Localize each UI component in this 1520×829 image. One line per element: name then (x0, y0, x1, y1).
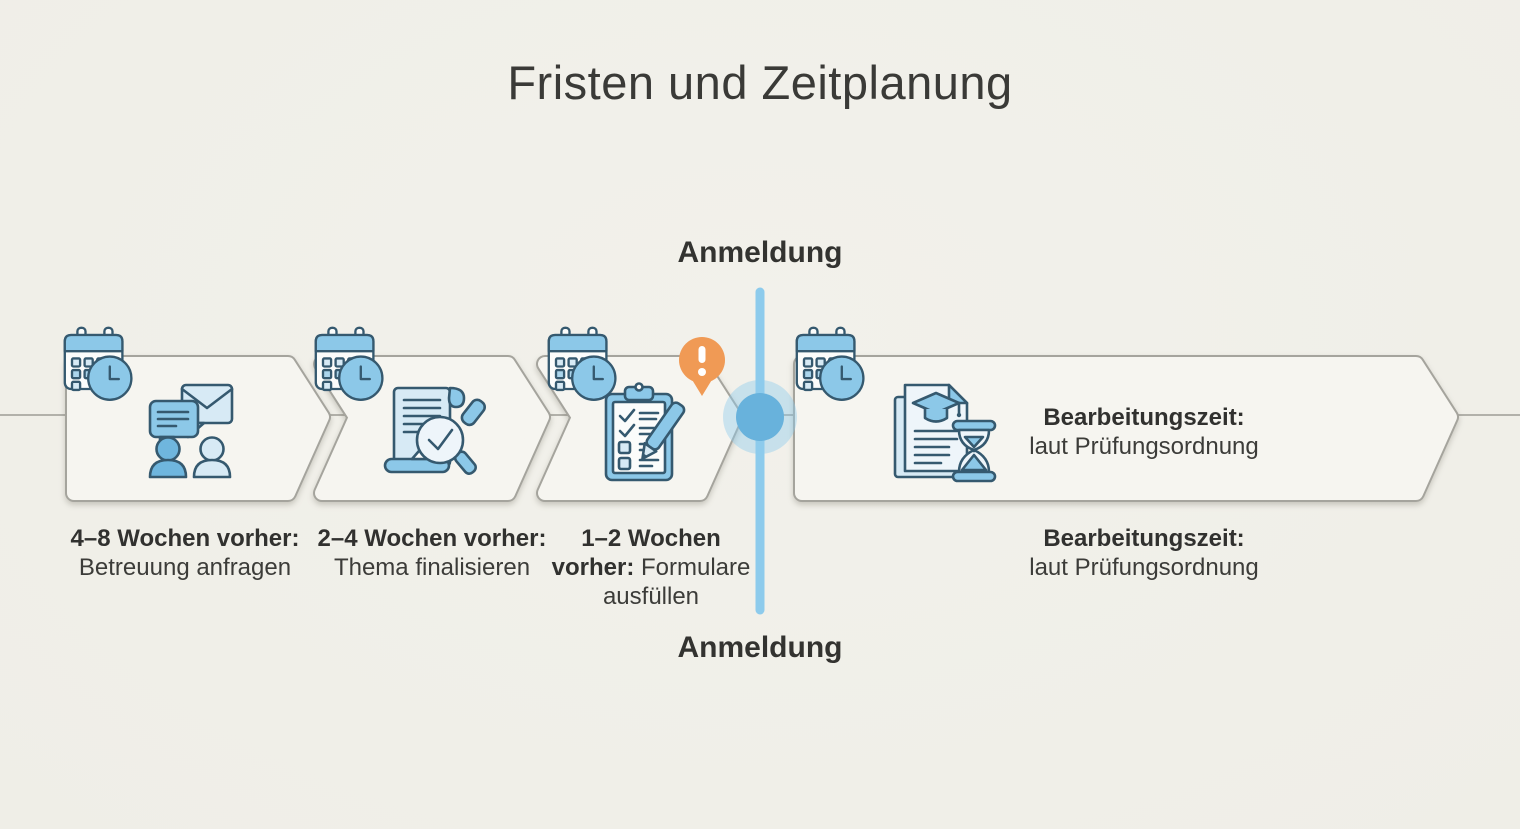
calendar-clock-icon (795, 326, 865, 401)
step-4-label-title: Bearbeitungszeit: (1043, 525, 1245, 552)
thesis-document-hourglass-icon (893, 383, 997, 483)
step-4-panel-title: Bearbeitungszeit: (1043, 404, 1245, 431)
calendar-clock-icon (547, 326, 617, 401)
step-1-label-task: Betreuung anfragen (78, 554, 292, 581)
milestone-dot (736, 393, 784, 441)
consultation-chat-icon (148, 383, 234, 479)
step-1-label: 4–8 Wochen vorher:Betreuung anfragen (55, 524, 315, 582)
page-title: Fristen und Zeitplanung (507, 56, 1013, 109)
step-2-label-task: Thema finalisieren (333, 554, 531, 581)
exclamation-pin-icon (679, 337, 725, 396)
step-4-label: Bearbeitungszeit:laut Prüfungsordnung (1024, 524, 1264, 582)
step-3-label-time: 1–2 Wochen vorher: (551, 525, 721, 581)
calendar-clock-icon (314, 326, 384, 401)
milestone-label-bottom: Anmeldung (677, 631, 843, 664)
step-2-label: 2–4 Wochen vorher:Thema finalisieren (302, 524, 562, 582)
step-1-label-time: 4–8 Wochen vorher: (70, 525, 300, 552)
calendar-clock-icon (63, 326, 133, 401)
step-4-label-detail: laut Prüfungsordnung (1029, 554, 1259, 581)
milestone-label-top: Anmeldung (677, 236, 843, 269)
step-4-panel-text: Bearbeitungszeit:laut Prüfungsordnung (1024, 403, 1264, 461)
document-magnifier-check-icon (383, 386, 487, 475)
step-4-panel-detail: laut Prüfungsordnung (1029, 433, 1259, 460)
clipboard-checklist-pen-icon (604, 382, 686, 482)
step-3-label: 1–2 Wochen vorher: Formulare ausfüllen (551, 524, 751, 611)
step-2-label-time: 2–4 Wochen vorher: (317, 525, 547, 552)
step-3-label-task: Formulare ausfüllen (602, 554, 751, 610)
